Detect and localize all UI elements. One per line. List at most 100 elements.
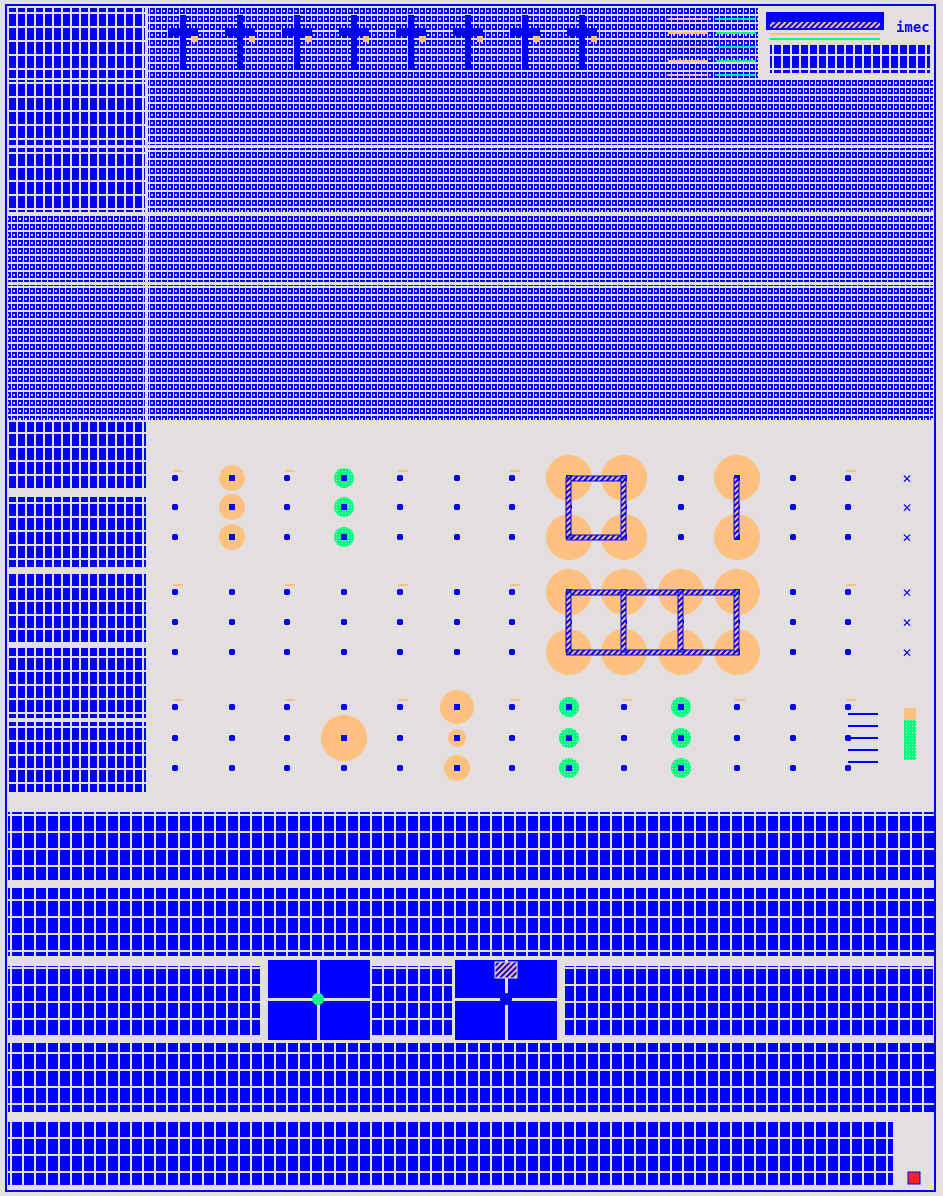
wire-line	[668, 46, 708, 48]
cell-array-block	[8, 573, 146, 642]
probe-pad	[172, 765, 178, 771]
probe-pad	[341, 765, 347, 771]
probe-pad	[509, 704, 515, 710]
probe-pad	[172, 504, 178, 510]
pad-label-mark	[846, 699, 856, 701]
cell-array-block	[148, 8, 758, 78]
test-structure	[522, 15, 528, 70]
probe-pad-field: ✕✕✕✕✕✕	[172, 455, 916, 781]
probe-pad	[454, 765, 460, 771]
pad-label-mark	[735, 699, 745, 701]
test-structure	[306, 36, 312, 42]
probe-pad	[397, 649, 403, 655]
cell-array-block	[8, 1120, 893, 1185]
orange-test-strip	[904, 708, 916, 720]
test-structure	[567, 28, 597, 36]
wire-line	[848, 725, 878, 727]
pad-label-mark	[622, 699, 632, 701]
cell-array-block	[8, 285, 145, 350]
wire-line	[716, 32, 756, 34]
probe-pad	[172, 649, 178, 655]
probe-pad	[454, 534, 460, 540]
probe-pad	[678, 475, 684, 481]
probe-pad	[454, 619, 460, 625]
hatched-interconnect	[620, 591, 627, 653]
probe-pad	[229, 475, 235, 481]
probe-pad	[509, 534, 515, 540]
pad-glyph: ✕	[902, 531, 912, 545]
probe-pad	[284, 589, 290, 595]
probe-pad	[678, 504, 684, 510]
wire-line	[716, 18, 756, 20]
cell-array-block	[8, 1043, 935, 1112]
test-structure	[465, 15, 471, 70]
wire-line	[668, 60, 708, 62]
test-structure	[192, 36, 198, 42]
probe-pad	[845, 619, 851, 625]
probe-pad	[397, 475, 403, 481]
imec-logo: imec	[766, 12, 930, 40]
probe-pad	[172, 475, 178, 481]
hatched-interconnect	[566, 589, 740, 596]
probe-pad	[790, 765, 796, 771]
probe-pad	[341, 704, 347, 710]
probe-pad	[229, 589, 235, 595]
test-structure	[579, 15, 585, 70]
cell-array-block	[148, 285, 933, 350]
probe-pad	[509, 619, 515, 625]
probe-pad	[397, 504, 403, 510]
probe-pad	[845, 504, 851, 510]
probe-pad	[454, 589, 460, 595]
cell-array-block	[148, 215, 933, 282]
probe-pad	[678, 704, 684, 710]
cell-array-block	[8, 80, 145, 145]
test-structure	[225, 28, 255, 36]
probe-pad	[566, 704, 572, 710]
pad-label-mark	[398, 470, 408, 472]
wire-line	[848, 749, 878, 751]
probe-pad	[229, 649, 235, 655]
probe-pad	[229, 504, 235, 510]
probe-pad	[845, 589, 851, 595]
test-structure	[237, 15, 243, 70]
probe-pad	[284, 704, 290, 710]
cell-array-block	[372, 966, 452, 1036]
probe-pad	[734, 765, 740, 771]
probe-pad	[341, 504, 347, 510]
cell-array-block	[8, 497, 146, 567]
probe-pad	[229, 735, 235, 741]
probe-pad	[790, 589, 796, 595]
probe-pad	[566, 735, 572, 741]
pad-label-mark	[285, 584, 295, 586]
wire-line	[668, 32, 708, 34]
hatched-interconnect	[733, 591, 740, 653]
test-structure	[363, 36, 369, 42]
cell-array-block	[8, 8, 145, 78]
probe-pad	[790, 475, 796, 481]
probe-pad	[397, 589, 403, 595]
cell-array-block	[8, 148, 145, 212]
probe-pad	[284, 475, 290, 481]
probe-pad	[454, 475, 460, 481]
probe-pad	[397, 619, 403, 625]
probe-pad	[678, 534, 684, 540]
test-structure	[453, 28, 483, 36]
probe-pad	[284, 649, 290, 655]
wire-line	[668, 74, 708, 76]
probe-pad	[229, 765, 235, 771]
wire-line	[716, 46, 756, 48]
probe-pad	[621, 704, 627, 710]
cell-array-block	[148, 352, 933, 420]
probe-pad	[509, 735, 515, 741]
probe-pad	[172, 735, 178, 741]
probe-pad	[790, 649, 796, 655]
cell-array-block	[148, 80, 933, 145]
pad-label-mark	[173, 584, 183, 586]
probe-pad	[790, 704, 796, 710]
pad-label-mark	[846, 584, 856, 586]
test-structure	[420, 36, 426, 42]
probe-pad	[397, 704, 403, 710]
probe-pad	[845, 475, 851, 481]
cell-array-block	[148, 148, 933, 212]
probe-pad	[790, 735, 796, 741]
